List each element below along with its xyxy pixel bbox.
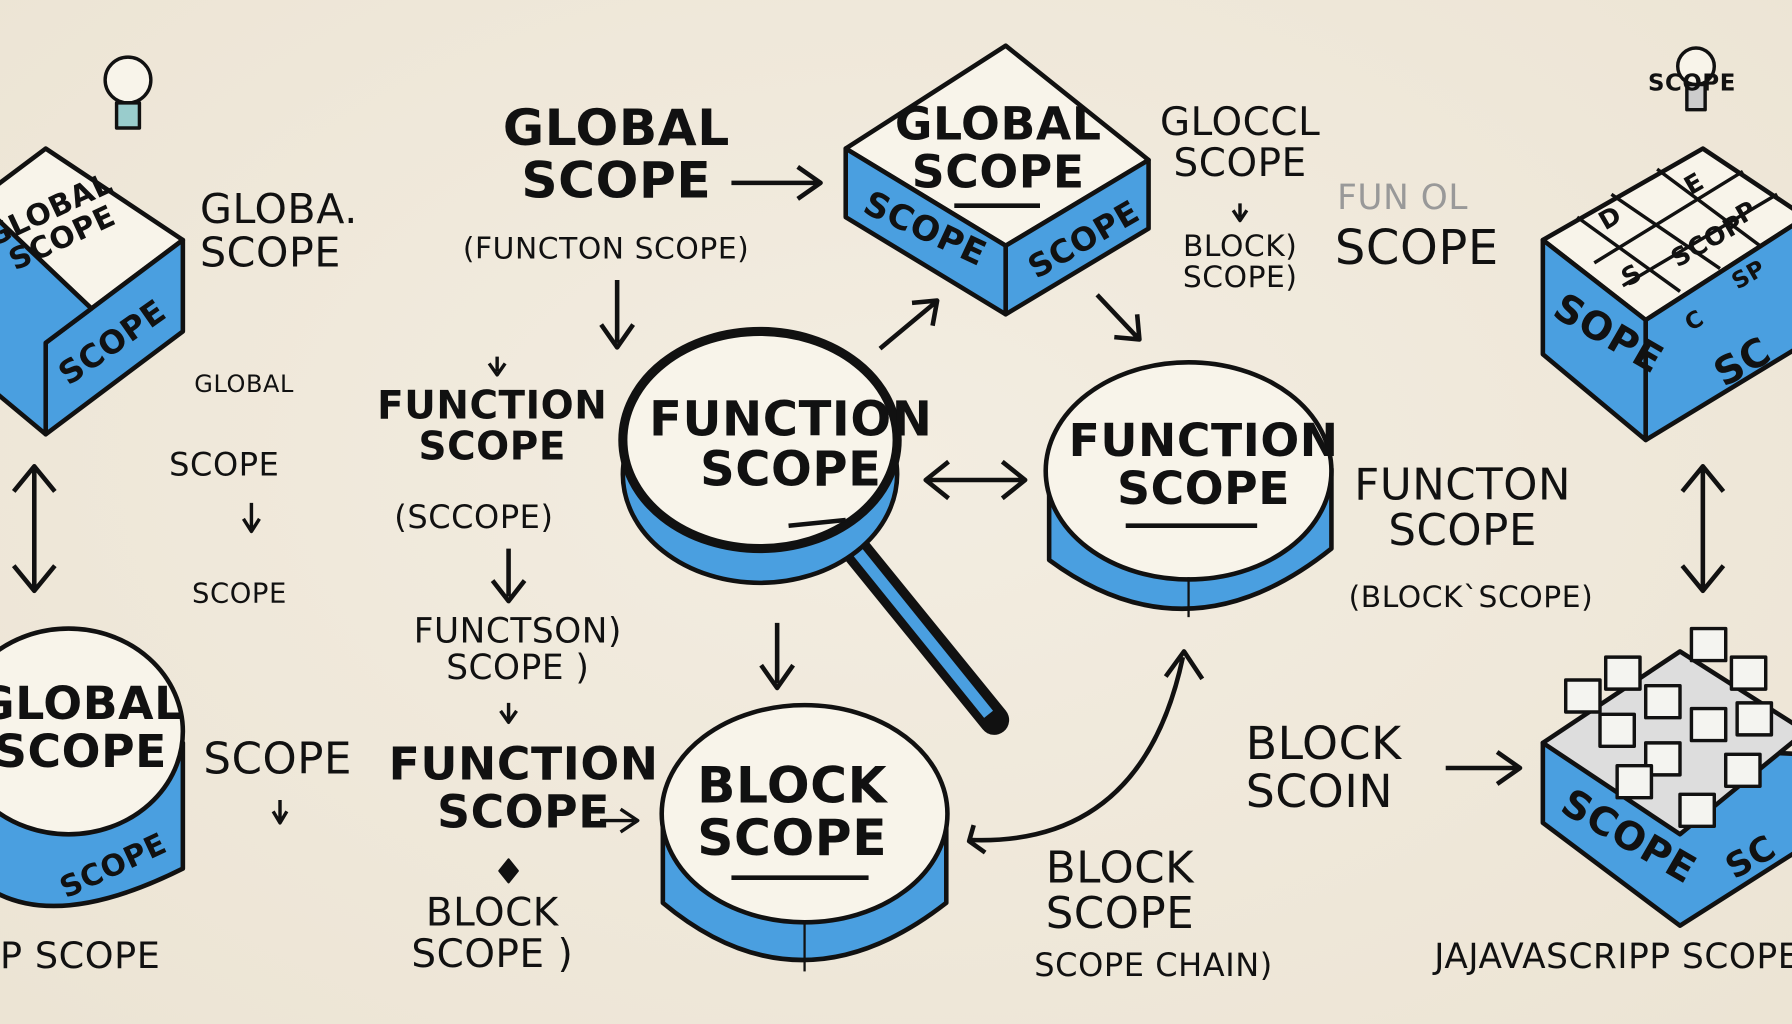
function-scope-cylinder [1043,359,1334,618]
sccope-label: (SCCOPE) [394,498,554,536]
scope-label: SCOPE [203,733,352,784]
global-scope-cylinder [0,626,186,909]
block-scope-label: BLOCK SCOPE [1045,842,1195,939]
scope-label: SCOPE [191,577,287,610]
javascript-scope-label: JAJAVASCRIPP SCOPE [1434,937,1792,978]
block-scope-label: BLOCK SCOPE ) [411,890,574,977]
global-scope-cube [843,43,1151,317]
functson-scope-label: FUNCTSON) SCOPE ) [413,611,622,688]
arrow-icon [241,164,1726,884]
global-scope-heading: GLOBAL SCOPE [502,99,730,211]
function-scope-paren-label: (FUNCTON SCOPE) [462,231,750,267]
scope-label: SCOPE [169,445,280,484]
block-scope-paren-label: (BLOCK`SCOPE) [1348,580,1594,615]
global-label: GLOBAL [194,370,294,398]
fun-ol-label: FUN OL [1337,178,1469,219]
gloccl-scope-label: GLOCCL SCOPE [1159,99,1321,186]
top-right-scope-label: SCOPE [1647,68,1736,96]
scope-blocks-stack [1540,626,1792,928]
function-scope-label: FUNCTION SCOPE [388,738,659,839]
p-scope-label: P SCOPE [0,933,161,978]
double-arrow-icon [11,463,57,594]
function-cylinder-label: FUNCTION SCOPE [1068,414,1339,516]
globa-scope-label: GLOBA. SCOPE [199,186,358,277]
functon-scope-label: FUNCTON SCOPE [1354,459,1572,556]
magnifier-label: FUNCTION SCOPE [649,390,933,498]
scope-grid-cube [1540,146,1792,443]
function-scope-label: FUNCTION SCOPE [377,382,608,470]
scope-chain-label: SCOPE CHAIN) [1034,946,1273,984]
block-scoin-label: BLOCK SCOIN [1245,717,1402,819]
lightbulb-icon [1675,46,1716,112]
top-cube-label: GLOBAL SCOPE [894,98,1102,199]
block-scope-cylinder [659,702,950,972]
block-scope-small-label: BLOCK) SCOPE) [1182,229,1298,296]
scope-label: SCOPE [1334,219,1499,276]
lightbulb-icon [103,55,153,130]
magnifying-glass-icon [618,326,1010,735]
global-scope-cube [0,146,186,437]
block-cylinder-label: BLOCK SCOPE [697,756,888,868]
left-cylinder-label: GLOBAL SCOPE [0,677,184,779]
